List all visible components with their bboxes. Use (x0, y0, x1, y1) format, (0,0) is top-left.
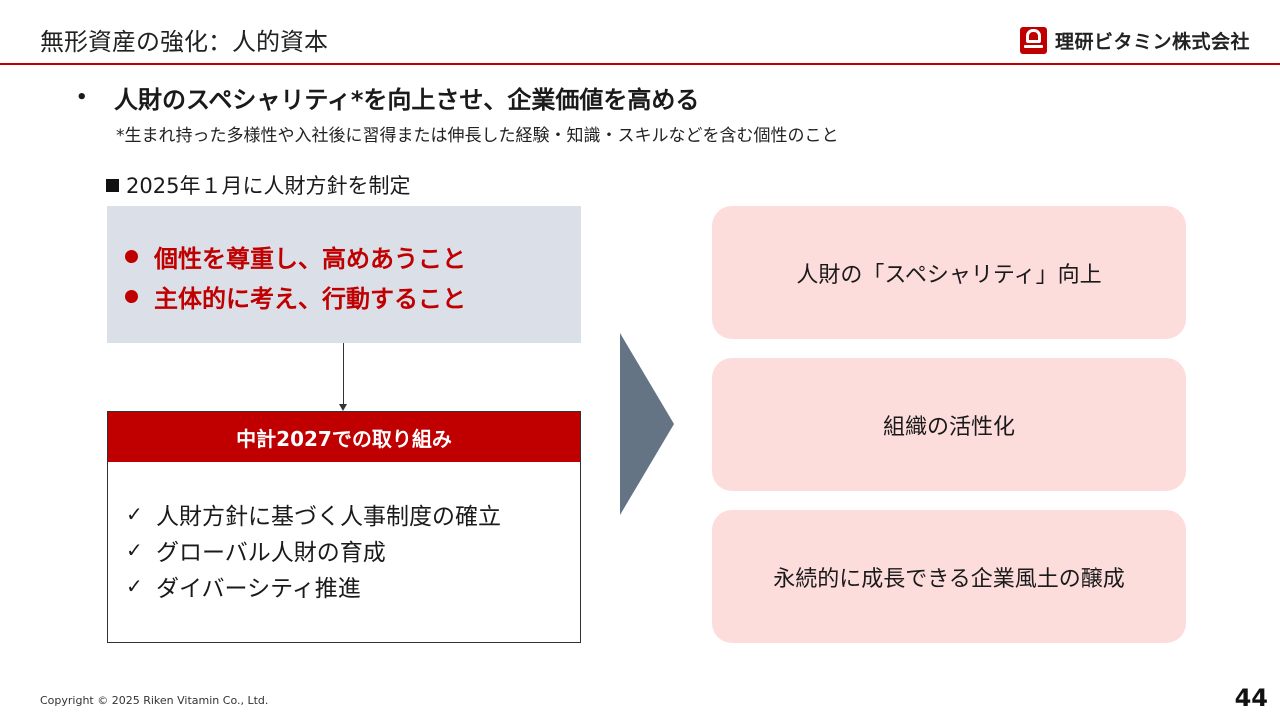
plan-item-text: 人財方針に基づく人事制度の確立 (156, 504, 501, 530)
outcome-box-specialty: 人財の「スペシャリティ」向上 (712, 206, 1186, 339)
policy-item: 主体的に考え、行動すること (125, 276, 581, 316)
plan-list: ✓ 人財方針に基づく人事制度の確立 ✓ グローバル人財の育成 ✓ ダイバーシティ… (108, 462, 580, 604)
plan-item: ✓ グローバル人財の育成 (126, 532, 580, 568)
plan-item-text: ダイバーシティ推進 (156, 576, 361, 602)
connector-line (343, 343, 344, 405)
bullet-icon: • (76, 87, 88, 108)
policy-box: 個性を尊重し、高めあうこと 主体的に考え、行動すること (107, 206, 581, 343)
checkmark-icon: ✓ (126, 502, 143, 526)
plan-title: 中計2027での取り組み (108, 412, 580, 462)
main-statement: • 人財のスペシャリティ*を向上させ、企業価値を高める (76, 80, 699, 115)
outcome-box-culture: 永続的に成長できる企業風土の醸成 (712, 510, 1186, 643)
checkmark-icon: ✓ (126, 574, 143, 598)
footnote-definition: *生まれ持った多様性や入社後に習得または伸長した経験・知識・スキルなどを含む個性… (116, 126, 839, 146)
page-title: 無形資産の強化：人的資本 (40, 28, 328, 56)
main-statement-text: 人財のスペシャリティ*を向上させ、企業価値を高める (114, 86, 700, 114)
policy-item-text: 個性を尊重し、高めあうこと (154, 244, 466, 273)
red-dot-icon (125, 289, 138, 303)
square-bullet-icon (106, 178, 119, 192)
page-number: 44 (1234, 684, 1268, 712)
company-logo: 理研ビタミン株式会社 (1020, 26, 1250, 54)
chevron-right-icon (620, 333, 674, 515)
policy-item-text: 主体的に考え、行動すること (154, 284, 466, 313)
policy-heading: 2025年１月に人財方針を制定 (106, 170, 410, 200)
policy-item: 個性を尊重し、高めあうこと (125, 236, 581, 276)
copyright-text: Copyright © 2025 Riken Vitamin Co., Ltd. (40, 694, 269, 707)
riken-logo-icon (1020, 26, 1047, 54)
company-name: 理研ビタミン株式会社 (1055, 30, 1251, 53)
header-divider (0, 63, 1280, 65)
plan-item: ✓ ダイバーシティ推進 (126, 568, 580, 604)
plan-item: ✓ 人財方針に基づく人事制度の確立 (126, 496, 580, 532)
checkmark-icon: ✓ (126, 538, 143, 562)
red-dot-icon (125, 249, 138, 263)
plan-item-text: グローバル人財の育成 (156, 540, 386, 566)
plan-box: 中計2027での取り組み ✓ 人財方針に基づく人事制度の確立 ✓ グローバル人財… (107, 411, 581, 643)
policy-heading-text: 2025年１月に人財方針を制定 (126, 174, 411, 198)
arrow-down-icon (339, 404, 347, 411)
outcome-box-organization: 組織の活性化 (712, 358, 1186, 491)
